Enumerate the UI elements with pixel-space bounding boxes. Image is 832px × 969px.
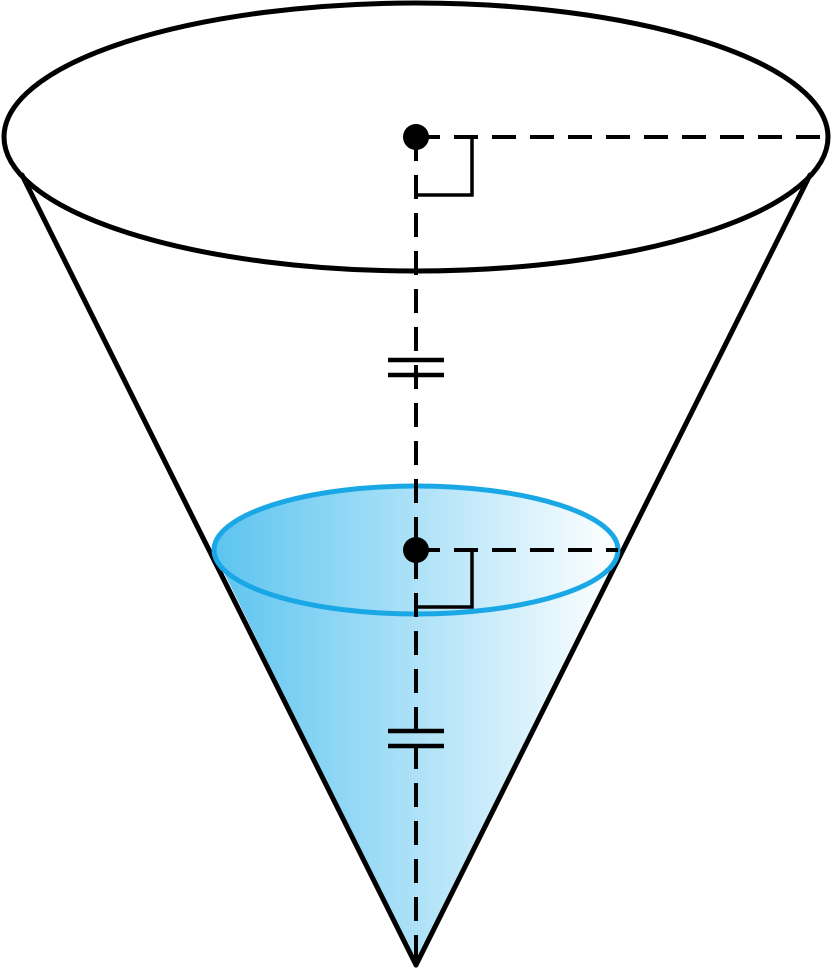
right-angle-mark-water [418, 551, 474, 609]
equal-mark-lower [388, 728, 444, 749]
top-center-point [403, 124, 429, 150]
cone-left-side [19, 172, 419, 968]
water-center-point [403, 537, 429, 563]
right-angle-mark-top [418, 139, 474, 197]
cone-right-side [413, 172, 813, 968]
equal-mark-upper [388, 357, 444, 378]
